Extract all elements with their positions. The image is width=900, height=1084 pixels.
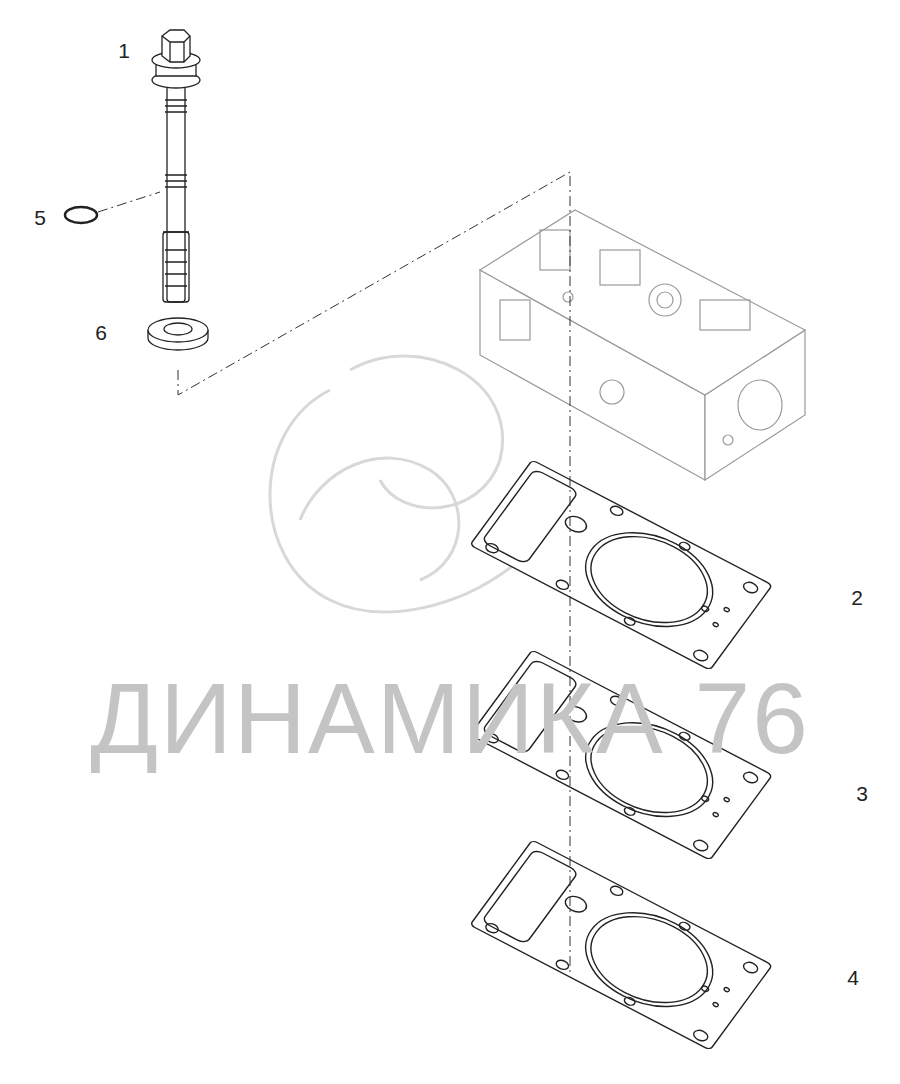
assembly-line bbox=[98, 192, 160, 212]
head-bolt bbox=[152, 30, 200, 302]
callout-number: 4 bbox=[847, 967, 859, 988]
head-gasket bbox=[470, 460, 772, 670]
callout-number: 1 bbox=[118, 40, 130, 61]
head-detail bbox=[600, 250, 640, 285]
head-face bbox=[480, 210, 805, 395]
gasket-hole bbox=[609, 884, 625, 897]
gasket-hole bbox=[678, 921, 692, 932]
gasket-bore bbox=[565, 894, 733, 1026]
bolt-groove bbox=[163, 100, 189, 286]
gasket-outline bbox=[470, 460, 772, 670]
head-detail bbox=[563, 292, 573, 302]
gasket-bore-bead bbox=[572, 519, 726, 640]
gasket-hole bbox=[484, 922, 500, 935]
head-detail bbox=[700, 300, 750, 330]
gasket-outline bbox=[470, 840, 772, 1050]
gasket-hole bbox=[623, 616, 637, 627]
gasket-port bbox=[562, 893, 590, 915]
head-detail bbox=[500, 300, 530, 340]
gasket-port bbox=[562, 513, 590, 535]
head-gasket bbox=[470, 840, 772, 1050]
bolt-hex-head bbox=[162, 30, 190, 62]
gasket-hole bbox=[691, 648, 710, 663]
washer bbox=[148, 318, 208, 350]
gasket-bore-bead bbox=[572, 899, 726, 1020]
head-detail bbox=[540, 230, 570, 270]
callout-number: 2 bbox=[851, 587, 863, 608]
head-detail bbox=[723, 435, 733, 445]
washer-hole bbox=[164, 323, 192, 335]
callout-number: 3 bbox=[856, 783, 868, 804]
gasket-hole bbox=[712, 1002, 719, 1008]
logo-arc bbox=[270, 390, 520, 612]
logo-arc bbox=[300, 458, 459, 580]
callout-number: 5 bbox=[34, 207, 46, 228]
head-detail bbox=[600, 380, 624, 404]
gasket-hole bbox=[701, 795, 710, 802]
head-detail bbox=[649, 284, 681, 316]
gasket-hole bbox=[609, 504, 625, 517]
cylinder-head bbox=[480, 210, 805, 480]
gasket-hole bbox=[723, 607, 730, 613]
gasket-hole bbox=[701, 985, 710, 992]
callout-number: 6 bbox=[95, 322, 107, 343]
gasket-window bbox=[482, 849, 579, 944]
gasket-hole bbox=[741, 960, 760, 975]
head-detail bbox=[657, 292, 673, 308]
gasket-hole bbox=[678, 541, 692, 552]
head-detail bbox=[738, 380, 782, 430]
gasket-hole bbox=[701, 605, 710, 612]
washer-face bbox=[148, 318, 208, 342]
gasket-hole bbox=[723, 797, 730, 803]
gasket-hole bbox=[712, 622, 719, 628]
gasket-bore bbox=[565, 514, 733, 646]
gasket-hole bbox=[554, 578, 570, 591]
gasket-hole bbox=[723, 987, 730, 993]
gasket-hole bbox=[741, 770, 760, 785]
assembly-line bbox=[178, 172, 570, 975]
gasket-hole bbox=[712, 812, 719, 818]
gasket-hole bbox=[484, 542, 500, 555]
gasket-hole bbox=[691, 838, 710, 853]
bolt-thread bbox=[163, 232, 189, 302]
gasket-hole bbox=[623, 996, 637, 1007]
bolt-shank bbox=[167, 82, 185, 302]
gasket-hole bbox=[554, 958, 570, 971]
bolt-hex-edge bbox=[162, 36, 190, 62]
gasket-hole bbox=[623, 806, 637, 817]
o-ring bbox=[65, 207, 97, 223]
gasket-hole bbox=[691, 1028, 710, 1043]
logo-arc bbox=[350, 356, 503, 508]
gasket-hole bbox=[741, 580, 760, 595]
watermark-text: ДИНАМИКА 76 bbox=[90, 668, 810, 768]
gasket-hole bbox=[554, 768, 570, 781]
gasket-window bbox=[482, 469, 579, 564]
watermark-logo bbox=[270, 356, 520, 612]
